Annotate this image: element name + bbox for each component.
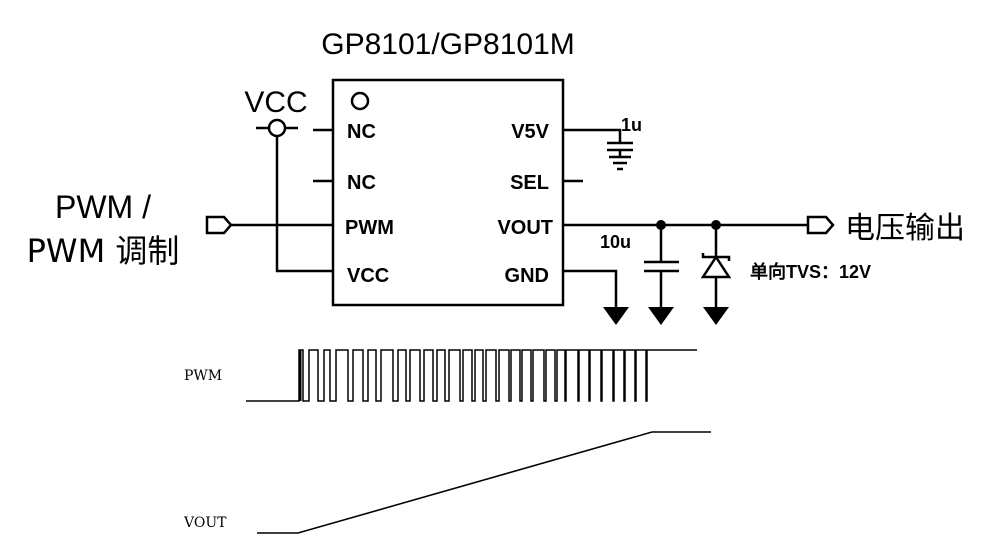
vcc-node-icon <box>267 118 287 138</box>
pwm-input-label-2: PWM 调制 <box>27 232 180 270</box>
ground-arrow-cap-icon <box>648 307 674 325</box>
pwm-waveform <box>246 349 697 402</box>
pin-label-nc-1: NC <box>347 121 376 143</box>
chip-title: GP8101/GP8101M <box>321 28 575 61</box>
pwm-input-port-icon <box>205 215 233 235</box>
pin-label-gnd: GND <box>505 265 549 287</box>
pin-label-nc-2: NC <box>347 172 376 194</box>
ground-arrow-tvs-icon <box>703 307 729 325</box>
pin-label-vcc: VCC <box>347 265 389 287</box>
cap-1u-label: 1u <box>621 115 642 135</box>
tvs-diode-icon <box>700 254 732 279</box>
ground-arrow-gnd-icon <box>603 307 629 325</box>
gnd-wire <box>563 269 618 307</box>
vcc-wire <box>275 136 333 273</box>
vout-waveform <box>257 431 711 534</box>
cap-10u-label: 10u <box>600 232 631 252</box>
tvs-label: 单向TVS：12V <box>750 261 871 282</box>
vcc-label: VCC <box>244 86 307 119</box>
waveform-vout-label: VOUT <box>183 515 227 531</box>
pin-label-v5v: V5V <box>511 121 549 143</box>
pwm-input-label-1: PWM / <box>55 189 151 225</box>
pin-label-sel: SEL <box>510 172 549 194</box>
pin-label-pwm: PWM <box>345 217 394 239</box>
pin-label-vout: VOUT <box>497 217 553 239</box>
v5v-wire <box>563 128 622 143</box>
waveform-pwm-label: PWM <box>184 368 222 384</box>
voltage-output-label: 电压输出 <box>845 211 965 246</box>
pin1-marker <box>350 91 370 111</box>
vout-port-icon <box>806 215 835 235</box>
chip-body <box>331 78 565 307</box>
